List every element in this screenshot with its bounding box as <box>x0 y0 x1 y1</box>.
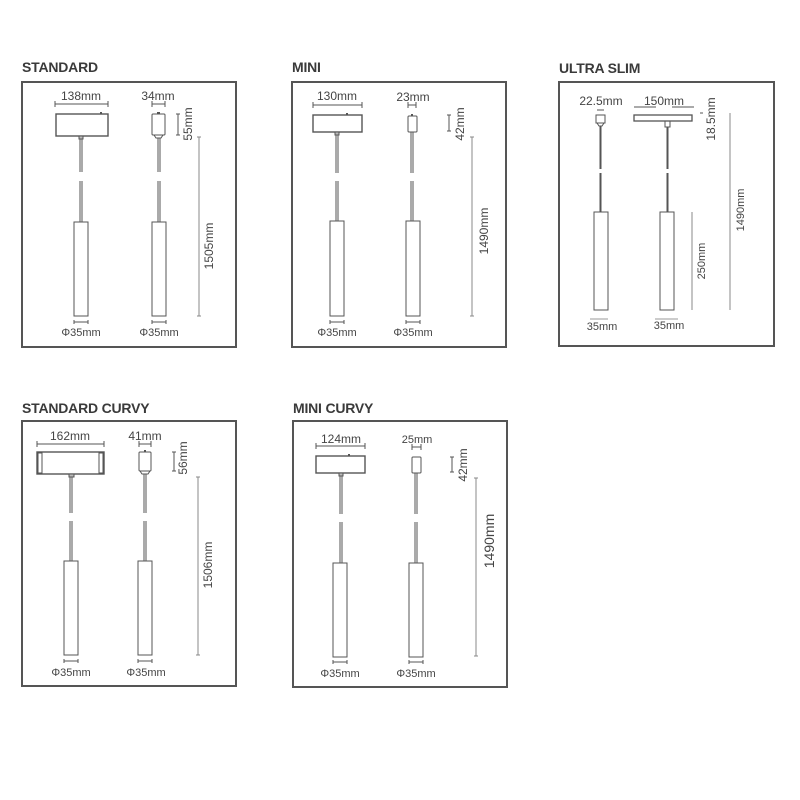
panel-frame-standard-curvy <box>21 420 237 687</box>
dimension-line-box-width <box>36 441 105 447</box>
pendant-body <box>151 221 167 317</box>
panel-frame-mini-curvy <box>292 420 508 688</box>
pendant-body <box>593 211 609 311</box>
panel-title-ultra-slim: ULTRA SLIM <box>559 60 641 76</box>
dimension-line-diameter <box>137 659 153 663</box>
dimension-line-adapter-width <box>138 441 152 447</box>
dimension-line-diameter <box>408 660 424 664</box>
dimension-line-adapter-width <box>151 101 166 107</box>
label-adapter-height: 18.5mm <box>704 97 718 140</box>
pendant-body <box>408 562 424 658</box>
pendant-body <box>73 221 89 317</box>
label-body-length: 250mm <box>696 243 708 280</box>
label-adapter-height: 42mm <box>453 107 467 140</box>
pendant-body <box>63 560 79 656</box>
label-adapter-height: 55mm <box>181 107 195 140</box>
cable-gland <box>334 131 340 136</box>
label-adapter-width: 25mm <box>402 434 433 446</box>
dimension-line-adapter-height <box>450 456 454 473</box>
pendant-body <box>405 220 421 317</box>
dimension-line-adapter-width <box>407 102 417 108</box>
label-total-length: 1505mm <box>202 223 216 270</box>
driver-box-end-cap <box>98 452 104 474</box>
dimension-line-box-width <box>54 101 109 107</box>
panel-title-mini-curvy: MINI CURVY <box>293 400 374 416</box>
dimension-line-diameter <box>73 320 89 324</box>
label-total-length: 1490mm <box>481 514 497 568</box>
label-total-length: 1490mm <box>735 189 747 232</box>
label-diameter-right: Φ35mm <box>393 327 432 339</box>
dimension-line-adapter-width <box>411 444 422 450</box>
label-box-width: 124mm <box>321 432 361 446</box>
driver-box <box>315 455 366 474</box>
dimension-line-box-width <box>312 102 363 108</box>
dimension-line-box-width <box>315 443 366 449</box>
panel-title-mini: MINI <box>292 59 321 75</box>
label-diameter-right: Φ35mm <box>139 327 178 339</box>
label-adapter-height: 42mm <box>456 448 470 481</box>
dimension-line-diameter <box>329 320 345 324</box>
dimension-line-diameter <box>332 660 348 664</box>
dimension-line-total-length <box>196 476 200 656</box>
dimension-line-diameter <box>405 320 421 324</box>
dimension-line-total-length <box>197 136 201 317</box>
pendant-body <box>659 211 675 311</box>
dimension-line-adapter-height <box>447 114 451 132</box>
label-diameter-right: Φ35mm <box>396 668 435 680</box>
dimension-line-diameter <box>63 659 79 663</box>
track-adapter <box>411 456 422 474</box>
dimension-line-total-length <box>470 136 474 317</box>
panel-title-standard-curvy: STANDARD CURVY <box>22 400 150 416</box>
driver-box-end-cap <box>37 452 43 474</box>
cable-gland <box>338 472 344 477</box>
panel-frame-mini <box>291 81 507 348</box>
label-adapter-width: 41mm <box>128 429 161 443</box>
label-adapter-width: 34mm <box>141 89 174 103</box>
dimension-line-adapter-height <box>172 451 176 472</box>
pendant-body <box>137 560 153 656</box>
label-box-width: 130mm <box>317 89 357 103</box>
label-box-width: 138mm <box>61 89 101 103</box>
label-diameter-left: Φ35mm <box>317 327 356 339</box>
label-adapter-width: 23mm <box>396 90 429 104</box>
label-adapter-width: 22.5mm <box>579 94 622 108</box>
pendant-body <box>332 562 348 658</box>
label-diameter-left: Φ35mm <box>320 668 359 680</box>
label-adapter-height: 56mm <box>176 441 190 474</box>
label-diameter-right: 35mm <box>654 320 685 332</box>
label-total-length: 1506mm <box>201 542 215 589</box>
label-box-width: 162mm <box>50 429 90 443</box>
dimension-line-diameter <box>151 320 167 324</box>
pendant-body <box>329 220 345 317</box>
driver-box <box>633 114 693 122</box>
dimension-line-total-length <box>474 477 478 657</box>
panel-frame-standard <box>21 81 237 348</box>
label-diameter-left: Φ35mm <box>61 327 100 339</box>
dimension-line-adapter-height <box>176 113 180 136</box>
label-diameter-left: 35mm <box>587 321 618 333</box>
label-diameter-left: Φ35mm <box>51 667 90 679</box>
label-total-length: 1490mm <box>477 208 491 255</box>
label-diameter-right: Φ35mm <box>126 667 165 679</box>
panel-title-standard: STANDARD <box>22 59 98 75</box>
cable-gland <box>78 135 84 140</box>
label-box-width: 150mm <box>644 94 684 108</box>
track-adapter <box>595 114 606 124</box>
